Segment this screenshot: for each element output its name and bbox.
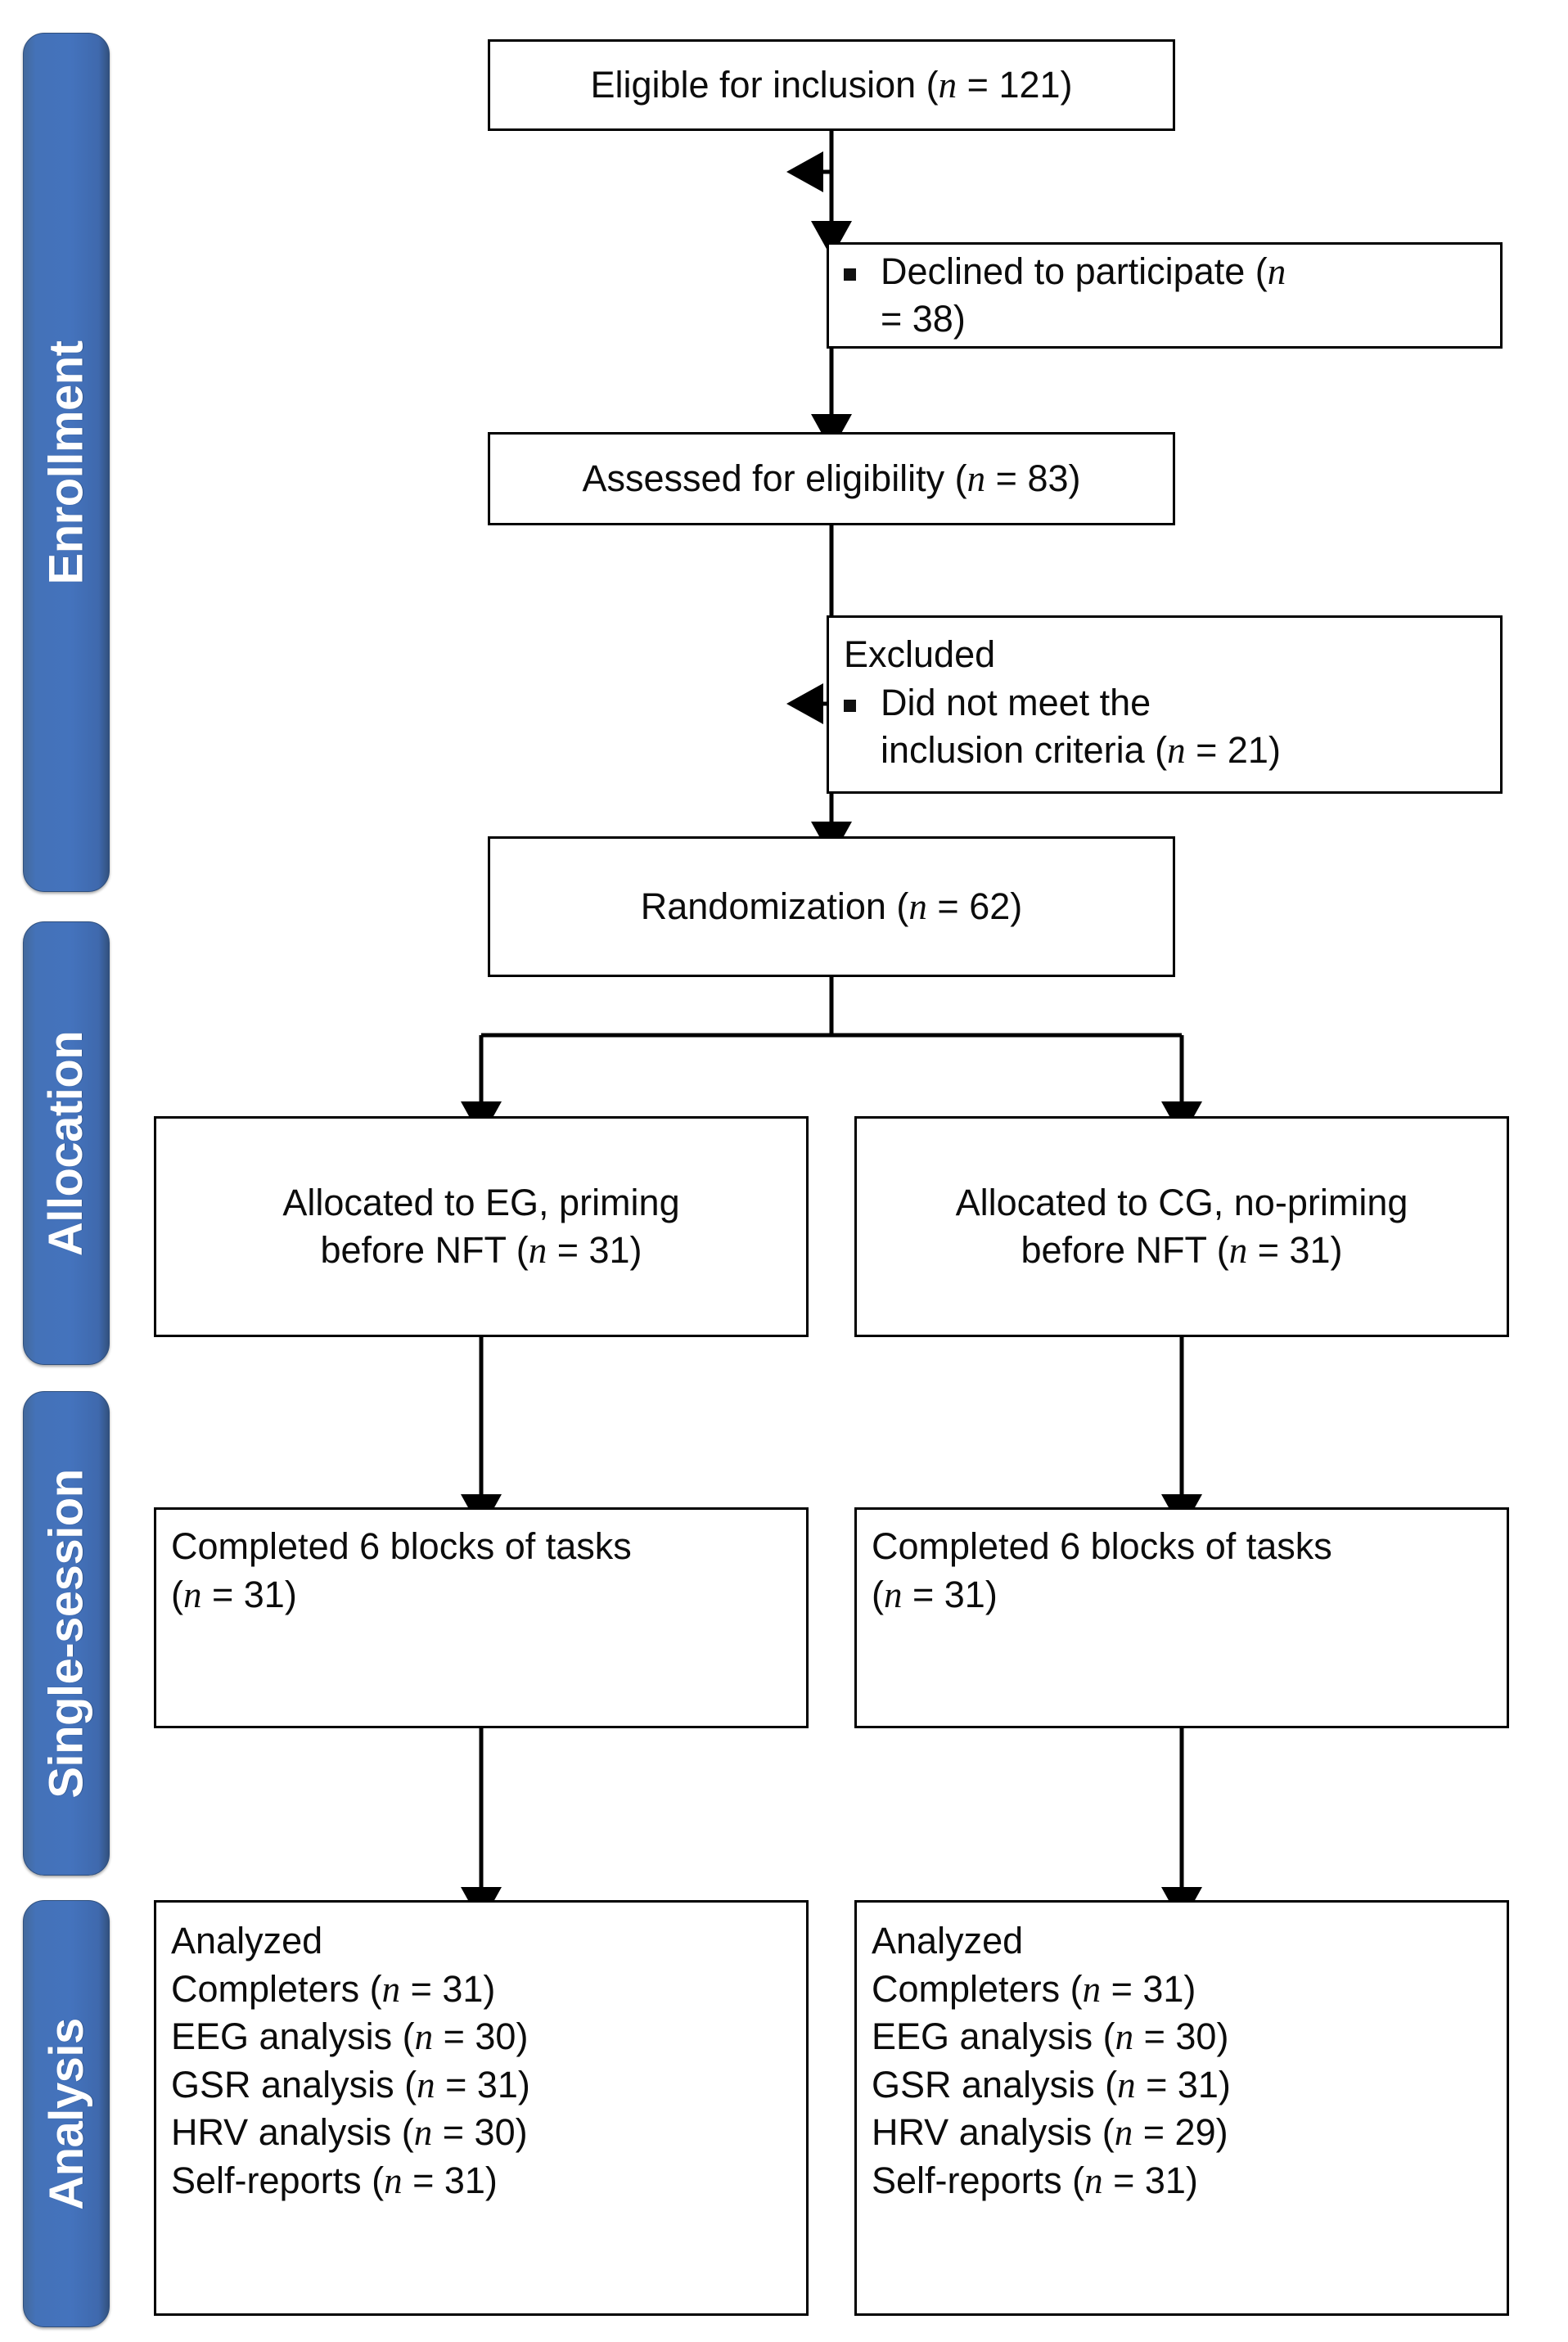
n-symbol: n bbox=[414, 2016, 434, 2057]
node-randomization: Randomization (n = 62) bbox=[488, 836, 1175, 977]
square-bullet-icon bbox=[844, 699, 856, 712]
node-randomization-text: Randomization (n = 62) bbox=[640, 885, 1023, 927]
analysis-cg-row-eeg: EEG analysis (n = 30) bbox=[872, 2015, 1229, 2057]
n-symbol: n bbox=[1082, 1968, 1102, 2010]
n-symbol: n bbox=[528, 1230, 547, 1271]
blocks-eg-line2: (n = 31) bbox=[171, 1573, 297, 1615]
node-blocks-cg: Completed 6 blocks of tasks (n = 31) bbox=[854, 1507, 1509, 1728]
n-symbol: n bbox=[1115, 2016, 1134, 2057]
n-symbol: n bbox=[1267, 250, 1286, 292]
n-symbol: n bbox=[417, 2064, 435, 2106]
node-declined-to-participate: Declined to participate (n= 38) bbox=[827, 242, 1503, 349]
alloc-cg-line2: before NFT (n = 31) bbox=[1021, 1229, 1343, 1271]
n-symbol: n bbox=[884, 1574, 903, 1615]
analysis-eg-row-hrv: HRV analysis (n = 30) bbox=[171, 2111, 528, 2153]
n-symbol: n bbox=[908, 885, 927, 927]
stage-label-enrollment: Enrollment bbox=[39, 340, 93, 584]
node-analysis-eg: Analyzed Completers (n = 31) EEG analysi… bbox=[154, 1900, 809, 2316]
analysis-cg-row-gsr: GSR analysis (n = 31) bbox=[872, 2063, 1231, 2106]
node-eligible-text: Eligible for inclusion (n = 121) bbox=[590, 63, 1073, 106]
excluded-heading: Excluded bbox=[844, 633, 996, 675]
n-symbol: n bbox=[1228, 1230, 1248, 1271]
analysis-cg-row-hrv: HRV analysis (n = 29) bbox=[872, 2111, 1228, 2153]
alloc-eg-line1: Allocated to EG, priming bbox=[282, 1181, 680, 1223]
n-symbol: n bbox=[1117, 2064, 1136, 2106]
stage-bar-allocation: Allocation bbox=[23, 921, 110, 1365]
n-symbol: n bbox=[938, 64, 957, 106]
declined-text: Declined to participate (n= 38) bbox=[881, 250, 1286, 340]
stage-bar-single-session: Single-session bbox=[23, 1391, 110, 1876]
blocks-cg-line2: (n = 31) bbox=[872, 1573, 998, 1615]
node-allocated-cg: Allocated to CG, no-priming before NFT (… bbox=[854, 1116, 1509, 1337]
analysis-cg-heading: Analyzed bbox=[872, 1920, 1024, 1961]
blocks-eg-line1: Completed 6 blocks of tasks bbox=[171, 1525, 632, 1567]
n-symbol: n bbox=[413, 2112, 433, 2153]
n-symbol: n bbox=[1114, 2112, 1133, 2153]
stage-bar-analysis: Analysis bbox=[23, 1900, 110, 2327]
square-bullet-icon bbox=[844, 268, 856, 281]
node-assessed-text: Assessed for eligibility (n = 83) bbox=[582, 457, 1081, 499]
n-symbol: n bbox=[966, 457, 986, 499]
n-symbol: n bbox=[1167, 730, 1186, 771]
stage-label-single-session: Single-session bbox=[39, 1468, 93, 1799]
analysis-cg-row-completers: Completers (n = 31) bbox=[872, 1967, 1196, 2010]
declined-bullet-row: Declined to participate (n= 38) bbox=[844, 248, 1286, 344]
n-symbol: n bbox=[1084, 2160, 1103, 2201]
alloc-cg-line1: Allocated to CG, no-priming bbox=[955, 1181, 1408, 1223]
n-symbol: n bbox=[384, 2160, 403, 2201]
analysis-eg-row-completers: Completers (n = 31) bbox=[171, 1967, 496, 2010]
analysis-cg-row-selfreports: Self-reports (n = 31) bbox=[872, 2159, 1198, 2201]
node-analysis-cg: Analyzed Completers (n = 31) EEG analysi… bbox=[854, 1900, 1509, 2316]
stage-label-analysis: Analysis bbox=[39, 2017, 93, 2210]
stage-bar-enrollment: Enrollment bbox=[23, 33, 110, 892]
node-eligible-for-inclusion: Eligible for inclusion (n = 121) bbox=[488, 39, 1175, 131]
stage-label-allocation: Allocation bbox=[39, 1030, 93, 1256]
node-blocks-eg: Completed 6 blocks of tasks (n = 31) bbox=[154, 1507, 809, 1728]
n-symbol: n bbox=[183, 1574, 202, 1615]
node-assessed-for-eligibility: Assessed for eligibility (n = 83) bbox=[488, 432, 1175, 525]
node-allocated-eg: Allocated to EG, priming before NFT (n =… bbox=[154, 1116, 809, 1337]
blocks-cg-line1: Completed 6 blocks of tasks bbox=[872, 1525, 1332, 1567]
analysis-eg-row-selfreports: Self-reports (n = 31) bbox=[171, 2159, 498, 2201]
analysis-eg-row-eeg: EEG analysis (n = 30) bbox=[171, 2015, 529, 2057]
analysis-eg-heading: Analyzed bbox=[171, 1920, 323, 1961]
n-symbol: n bbox=[381, 1968, 401, 2010]
alloc-eg-line2: before NFT (n = 31) bbox=[320, 1229, 642, 1271]
analysis-eg-row-gsr: GSR analysis (n = 31) bbox=[171, 2063, 530, 2106]
